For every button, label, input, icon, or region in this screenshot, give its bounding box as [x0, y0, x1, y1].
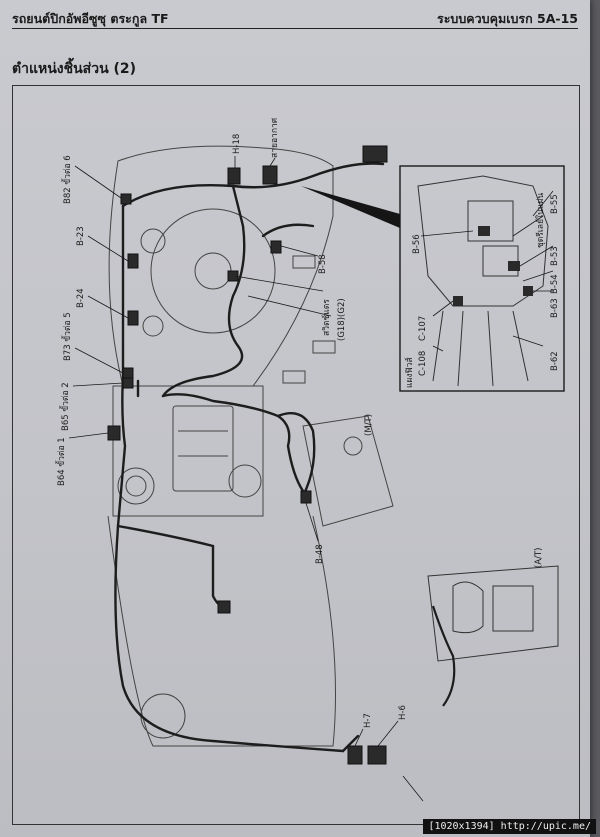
harness-left-vertical	[114, 204, 345, 753]
pedal-1	[292, 255, 316, 269]
vent-bottom	[140, 693, 186, 739]
label-h6: H-6	[398, 705, 408, 720]
label-b73: B73 ขั้วต่อ 5	[61, 312, 73, 361]
label-b56: B-56	[412, 234, 422, 254]
label-c107: C-107	[418, 316, 428, 341]
steering-hub	[194, 252, 232, 290]
lower-panel-outline	[107, 515, 336, 747]
label-relay: ชุดรีเลย์ในแผ่น	[535, 193, 546, 248]
gear-knob	[343, 436, 363, 456]
gauge-left	[140, 228, 166, 254]
console-outline	[112, 385, 264, 517]
audio-unit	[172, 405, 234, 492]
harness-lower	[116, 524, 225, 608]
gauge-left-2	[142, 315, 164, 337]
section-title: ตำแหน่งชิ้นส่วน (2)	[12, 61, 137, 77]
vent-right	[228, 464, 262, 498]
connector-b64	[107, 425, 121, 441]
wiring-diagram: B82 ขั้วต่อ 6 B-23 B-24 B73 ขั้วต่อ 5 B6…	[55, 117, 565, 802]
inset-box	[399, 165, 565, 392]
connector-b23	[127, 253, 139, 269]
header-section: ระบบควบคุมเบรก 5A-15	[436, 11, 578, 26]
connector-b82	[120, 193, 132, 205]
label-b54: B-54	[550, 274, 560, 294]
harness-bottom	[341, 734, 360, 753]
label-antenna: สายอากาศ	[270, 117, 280, 158]
inset-pointer	[301, 186, 400, 228]
connector-lower	[217, 600, 231, 614]
connector-antenna	[262, 165, 278, 185]
vent-left-inner	[125, 475, 147, 497]
at-harness	[431, 605, 456, 707]
connector-b48	[300, 490, 312, 504]
label-panel: แผงฟิวส์	[404, 357, 415, 388]
label-h18: H-18	[232, 134, 242, 154]
label-b65: B65 ขั้วต่อ 2	[59, 382, 71, 431]
label-b55: B-55	[550, 194, 560, 214]
label-b23: B-23	[76, 226, 86, 246]
label-b63: B-63	[550, 298, 560, 318]
connector-b65	[122, 377, 134, 389]
harness-center	[161, 184, 246, 398]
connector-b73	[122, 367, 134, 379]
connector-h18	[227, 167, 241, 185]
harness-right	[276, 411, 316, 503]
label-c108: C-108	[418, 351, 428, 376]
steering-wheel	[150, 208, 276, 334]
vent-left	[117, 467, 155, 505]
label-b53: B-53	[550, 246, 560, 266]
pedal-3	[282, 370, 306, 384]
harness-main-top	[121, 162, 385, 208]
image-watermark: [1020x1394] http://upic.me/	[423, 819, 596, 834]
label-b48: B-48	[315, 544, 325, 564]
label-b24: B-24	[76, 288, 86, 308]
wiring-diagram-figure: B82 ขั้วต่อ 6 B-23 B-24 B73 ขั้วต่อ 5 B6…	[12, 85, 580, 825]
label-at: (A/T)	[534, 547, 544, 568]
connector-stop	[227, 270, 239, 282]
label-b58: B-58	[318, 254, 328, 274]
dashboard-outline	[108, 145, 334, 387]
connector-b58	[270, 240, 282, 254]
label-b64: B64 ขั้วต่อ 1	[55, 437, 67, 486]
at-console	[427, 565, 559, 662]
label-stop-switch: สวิตช์แตร	[321, 299, 332, 336]
connector-b24	[127, 310, 139, 326]
label-b82: B82 ขั้วต่อ 6	[61, 155, 73, 204]
connector-h6	[367, 745, 387, 765]
gear-console	[302, 415, 394, 527]
label-b62: B-62	[550, 351, 560, 371]
harness-branch-1	[261, 223, 315, 238]
header-title: รถยนต์ปิกอัพอีซูซุ ตระกูล TF	[12, 11, 169, 26]
label-mt: (M/T)	[364, 414, 374, 436]
label-g18g2: (G18)(G2)	[337, 298, 347, 341]
connector-h7	[347, 745, 363, 765]
page-header: รถยนต์ปิกอัพอีซูซุ ตระกูล TF ระบบควบคุมเ…	[12, 6, 578, 29]
pedal-2	[312, 340, 336, 354]
label-h7: H-7	[363, 713, 373, 728]
connector-top-right	[362, 145, 388, 163]
